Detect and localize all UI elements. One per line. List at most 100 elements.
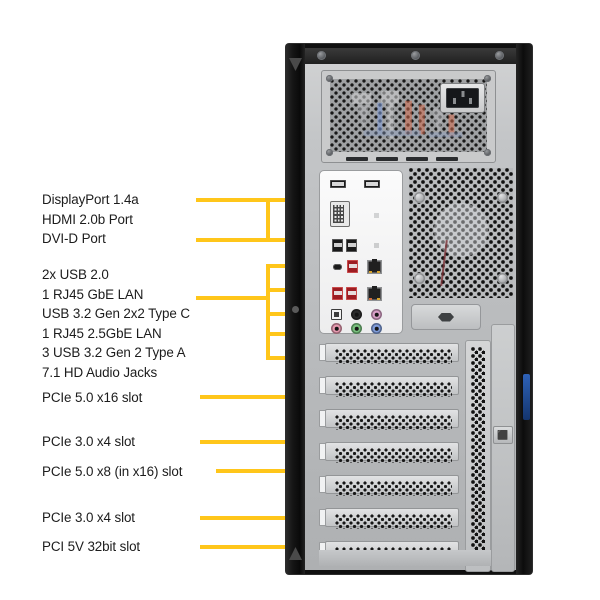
power-inlet-contacts-icon bbox=[446, 88, 479, 108]
lan-activity-led-icon bbox=[369, 271, 372, 273]
usb-2-0-port-1[interactable] bbox=[332, 239, 343, 252]
psu-screw-icon bbox=[326, 75, 333, 82]
audio-jack-line-in[interactable] bbox=[371, 323, 382, 334]
expansion-slot-cover[interactable] bbox=[319, 406, 459, 432]
port-marking-icon bbox=[374, 213, 379, 218]
slot-retention-tab[interactable] bbox=[319, 443, 326, 460]
psu-label-artwork bbox=[351, 90, 463, 139]
slot-retention-tab[interactable] bbox=[319, 344, 326, 361]
power-inlet-ground-pin-icon bbox=[461, 91, 464, 97]
fan-screw-icon bbox=[414, 192, 425, 203]
leader-line-pcie-3-x4-upper bbox=[200, 440, 306, 444]
usb-3-2-gen-2-port-1[interactable] bbox=[347, 260, 358, 273]
audio-jack-center-subwoofer[interactable] bbox=[351, 309, 362, 320]
audio-jack-mic-in[interactable] bbox=[331, 323, 342, 334]
side-panel-edge bbox=[491, 324, 515, 572]
callout-pcie-5-x16-slot: PCIe 5.0 x16 slot bbox=[42, 390, 143, 405]
slot-perforation-icon bbox=[335, 448, 452, 463]
displayport-port[interactable] bbox=[330, 180, 346, 188]
bezel-tab-bottom-icon bbox=[289, 547, 302, 560]
expansion-slot-cover[interactable] bbox=[319, 439, 459, 465]
expansion-slot-covers bbox=[319, 340, 459, 572]
leader-line-pci-5v-32bit bbox=[200, 545, 306, 549]
expansion-slot-cover[interactable] bbox=[319, 505, 459, 531]
fan-honeycomb-mesh-icon bbox=[409, 168, 513, 298]
callout-line-audio: 7.1 HD Audio Jacks bbox=[42, 364, 158, 380]
chassis-screw-icon bbox=[495, 51, 504, 60]
lan-activity-led-icon bbox=[369, 298, 372, 300]
callout-line-usb32a: 3 USB 3.2 Gen 2 Type A bbox=[42, 345, 186, 361]
dvi-d-port[interactable] bbox=[330, 201, 350, 227]
callout-rear-io-group: 2x USB 2.0 1 RJ45 GbE LAN USB 3.2 Gen 2x… bbox=[42, 265, 190, 383]
thumbscrew-plate[interactable] bbox=[411, 304, 481, 330]
security-lock-tab[interactable] bbox=[523, 374, 530, 420]
psu-vent-slot bbox=[436, 157, 458, 161]
usb-3-2-gen-2-port-2[interactable] bbox=[332, 287, 343, 300]
usb-3-2-gen-2-port-3[interactable] bbox=[346, 287, 357, 300]
callout-line-displayport: DisplayPort 1.4a bbox=[42, 192, 139, 207]
chassis-rear-face: ⬛ bbox=[305, 48, 516, 572]
leader-bracket-video bbox=[266, 198, 270, 242]
psu-screw-icon bbox=[484, 149, 491, 156]
optical-spdif-port[interactable] bbox=[331, 309, 342, 320]
thumbscrew-icon bbox=[438, 312, 454, 322]
callout-line-hdmi: HDMI 2.0b Port bbox=[42, 211, 133, 227]
callout-pcie-3-x4-slot-lower: PCIe 3.0 x4 slot bbox=[42, 510, 135, 525]
slot-retention-tab[interactable] bbox=[319, 377, 326, 394]
fan-hub-icon bbox=[434, 203, 488, 258]
rj45-gbe-lan-port[interactable] bbox=[367, 259, 382, 274]
slot-perforation-icon bbox=[335, 349, 452, 364]
usb-2-0-port-2[interactable] bbox=[346, 239, 357, 252]
psu-vent-slot bbox=[346, 157, 368, 161]
desktop-tower-rear-panel: ⬛ bbox=[286, 44, 532, 574]
audio-jack-rear-surround[interactable] bbox=[371, 309, 382, 320]
slot-retention-tab[interactable] bbox=[319, 476, 326, 493]
slot-cover-plate bbox=[325, 343, 459, 364]
leader-line-pcie-5-x8 bbox=[216, 469, 306, 473]
slot-perforation-icon bbox=[335, 514, 452, 529]
callout-line-dvid: DVI-D Port bbox=[42, 231, 106, 247]
chassis-left-bezel bbox=[286, 44, 305, 574]
expansion-slot-cover[interactable] bbox=[319, 373, 459, 399]
chassis-screw-icon bbox=[317, 51, 326, 60]
motherboard-io-shield bbox=[319, 170, 403, 334]
slot-cover-plate bbox=[325, 508, 459, 529]
psu-vent-slot bbox=[376, 157, 398, 161]
callout-pcie-5-x8-slot: PCIe 5.0 x8 (in x16) slot bbox=[42, 464, 183, 479]
side-vent-perforation-icon bbox=[471, 347, 485, 565]
usb-c-3-2-gen-2x2-port[interactable] bbox=[333, 264, 342, 270]
lan-link-led-icon bbox=[377, 271, 380, 273]
leader-line-pcie-5-x16 bbox=[200, 395, 306, 399]
audio-jack-line-out[interactable] bbox=[351, 323, 362, 334]
hdmi-port[interactable] bbox=[364, 180, 380, 188]
callout-pcie-3-x4-slot-upper: PCIe 3.0 x4 slot bbox=[42, 434, 135, 449]
side-panel-latch[interactable]: ⬛ bbox=[493, 426, 513, 444]
latch-glyph-icon: ⬛ bbox=[497, 429, 509, 440]
leader-line-dvid bbox=[196, 238, 306, 242]
slot-cover-plate bbox=[325, 409, 459, 430]
expansion-slot-cover[interactable] bbox=[319, 472, 459, 498]
leader-line-displayport bbox=[196, 198, 306, 202]
iec-c14-power-inlet[interactable] bbox=[440, 83, 485, 113]
slot-cover-plate bbox=[325, 475, 459, 496]
bezel-tab-top-icon bbox=[289, 58, 302, 71]
chassis-bottom-rail bbox=[319, 550, 491, 566]
expansion-slot-cover[interactable] bbox=[319, 340, 459, 366]
slot-perforation-icon bbox=[335, 382, 452, 397]
leader-line-pcie-3-x4-lower bbox=[200, 516, 306, 520]
fan-screw-icon bbox=[497, 192, 508, 203]
slot-perforation-icon bbox=[335, 415, 452, 430]
slot-retention-tab[interactable] bbox=[319, 410, 326, 427]
usb-marking-icon bbox=[374, 243, 379, 248]
psu-vent-slot bbox=[406, 157, 428, 161]
lan-link-led-icon bbox=[377, 298, 380, 300]
psu-screw-icon bbox=[326, 149, 333, 156]
side-ventilation-column bbox=[465, 340, 491, 572]
rj45-2-5gbe-lan-port[interactable] bbox=[367, 286, 382, 301]
slot-perforation-icon bbox=[335, 481, 452, 496]
psu-screw-icon bbox=[484, 75, 491, 82]
slot-retention-tab[interactable] bbox=[319, 509, 326, 526]
callout-line-rj45-gbe: 1 RJ45 GbE LAN bbox=[42, 286, 144, 302]
rear-exhaust-fan-grille bbox=[409, 168, 513, 298]
